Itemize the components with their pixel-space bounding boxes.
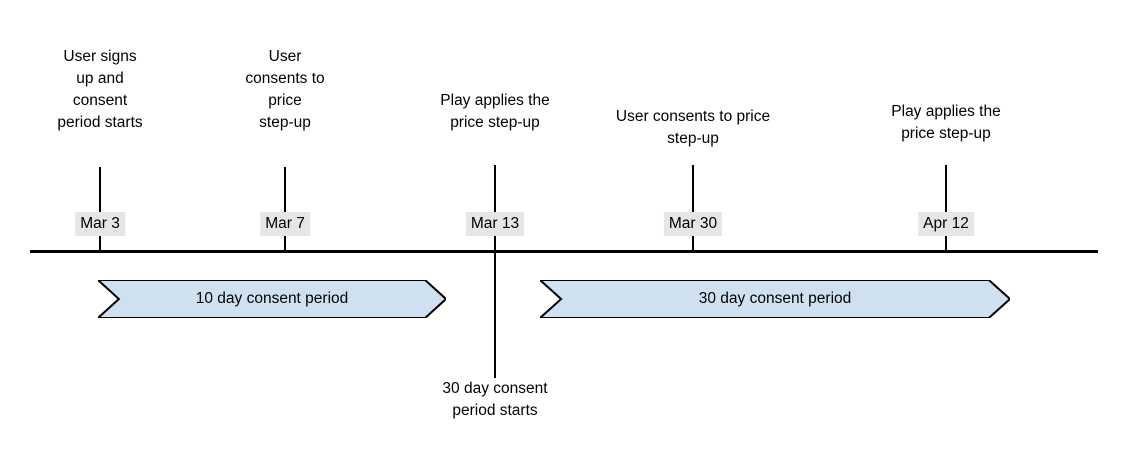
event-label-signup: User signs up and consent period starts — [57, 48, 143, 131]
date-chip-stepup-applied-2: Apr 12 — [918, 212, 974, 236]
date-chip-stepup-applied-1: Mar 13 — [465, 212, 525, 236]
event-label-consent-10day: User consents to price step-up — [245, 48, 325, 131]
tick-consent-10day — [284, 167, 286, 250]
tick-stepup-applied-1 — [494, 165, 496, 250]
timeline-axis — [30, 250, 1098, 253]
date-chip-consent-30day: Mar 30 — [663, 212, 723, 236]
date-chip-consent-10day: Mar 7 — [260, 212, 310, 236]
event-label-stepup-applied-1: Play applies the price step-up — [440, 92, 550, 131]
below-axis-note-thirty-day-start: 30 day consent period starts — [442, 380, 548, 419]
tick-thirty-day-start — [494, 250, 496, 378]
chevron-shape-icon — [540, 280, 1010, 318]
date-chip-signup: Mar 3 — [75, 212, 125, 236]
period-label-ten-day: 10 day consent period — [195, 290, 349, 307]
period-label-thirty-day: 30 day consent period — [698, 290, 852, 307]
chevron-shape-icon — [98, 280, 446, 318]
period-chevron-thirty-day: 30 day consent period — [540, 280, 1010, 318]
tick-stepup-applied-2 — [945, 165, 947, 250]
event-label-stepup-applied-2: Play applies the price step-up — [891, 103, 1001, 142]
tick-signup — [99, 167, 101, 250]
period-chevron-ten-day: 10 day consent period — [98, 280, 446, 318]
tick-consent-30day — [692, 165, 694, 250]
event-label-consent-30day: User consents to price step-up — [615, 108, 771, 147]
